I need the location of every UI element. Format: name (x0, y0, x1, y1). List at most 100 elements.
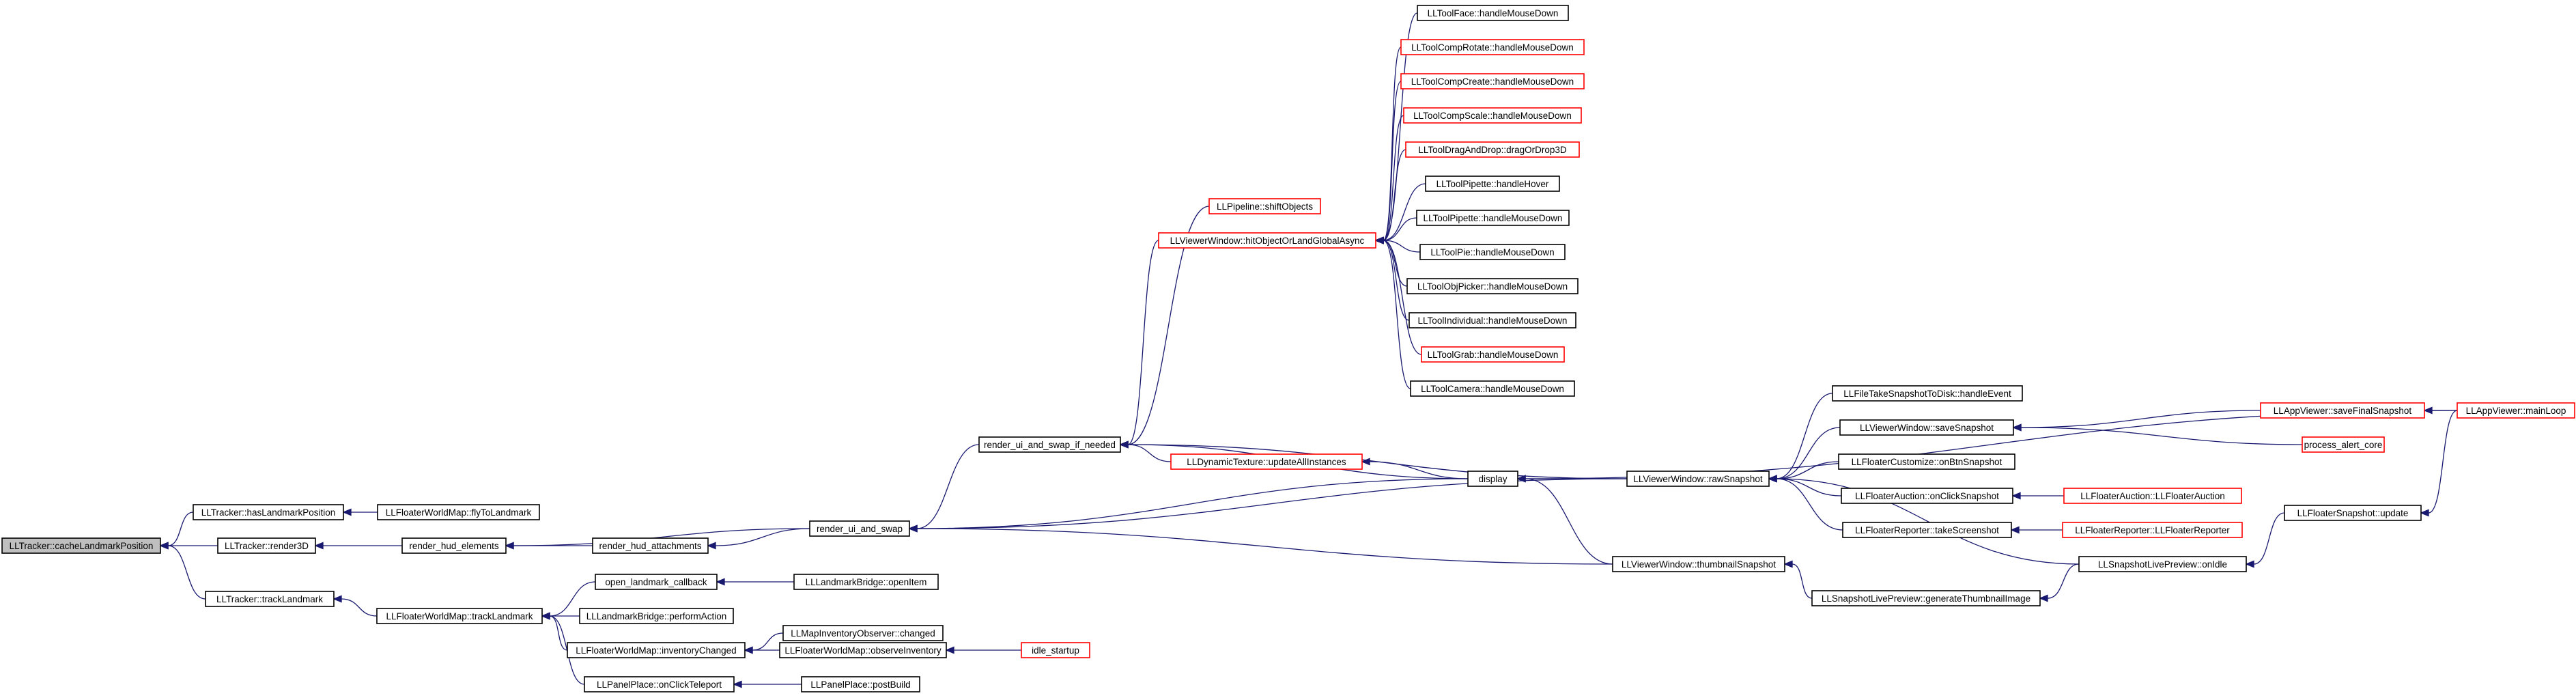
node-box[interactable] (1417, 5, 1569, 21)
graph-node-process-alert-core[interactable]: process_alert_core (2302, 436, 2385, 453)
graph-node-llfloaterworldmap-inventorychanged[interactable]: LLFloaterWorldMap::inventoryChanged (567, 642, 746, 658)
graph-node-lllandmarkbridge-openitem[interactable]: LLLandmarkBridge::openItem (793, 574, 939, 590)
node-box[interactable] (1416, 210, 1570, 226)
node-box[interactable] (1170, 453, 1363, 470)
graph-node-lldynamictexture-updateallinstances[interactable]: LLDynamicTexture::updateAllInstances (1170, 453, 1363, 470)
node-box[interactable] (592, 537, 709, 554)
node-box[interactable] (1158, 232, 1376, 249)
graph-node-render-ui-and-swap[interactable]: render_ui_and_swap (809, 520, 910, 537)
graph-node-lltoolpipette-handlemousedown[interactable]: LLToolPipette::handleMouseDown (1416, 210, 1570, 226)
node-box[interactable] (1421, 346, 1565, 363)
graph-node-idle-startup[interactable]: idle_startup (1021, 642, 1090, 658)
graph-node-lltoolgrab-handlemousedown[interactable]: LLToolGrab::handleMouseDown (1421, 346, 1565, 363)
node-box[interactable] (2078, 556, 2247, 572)
node-box[interactable] (2302, 436, 2385, 453)
node-box[interactable] (595, 574, 718, 590)
node-box[interactable] (193, 504, 344, 520)
graph-node-lltracker-cachelandmarkposition[interactable]: LLTracker::cacheLandmarkPosition (1, 537, 161, 554)
graph-node-llsnapshotlivepreview-generatethumbnailimage[interactable]: LLSnapshotLivePreview::generateThumbnail… (1811, 590, 2041, 606)
graph-node-lltracker-tracklandmark[interactable]: LLTracker::trackLandmark (205, 591, 335, 607)
node-box[interactable] (2062, 522, 2243, 538)
graph-node-lltoolcompscale-handlemousedown[interactable]: LLToolCompScale::handleMouseDown (1403, 107, 1582, 124)
node-box[interactable] (401, 537, 507, 554)
node-box[interactable] (1400, 39, 1585, 55)
node-box[interactable] (1425, 176, 1560, 192)
graph-node-lltoolindividual-handlemousedown[interactable]: LLToolIndividual::handleMouseDown (1409, 312, 1576, 328)
node-box[interactable] (1208, 198, 1321, 214)
node-box[interactable] (1832, 385, 2023, 402)
graph-node-render-ui-and-swap-if-needed[interactable]: render_ui_and_swap_if_needed (978, 436, 1121, 453)
graph-node-lltoolface-handlemousedown[interactable]: LLToolFace::handleMouseDown (1417, 5, 1569, 21)
node-box[interactable] (376, 608, 543, 624)
node-box[interactable] (1405, 141, 1580, 158)
graph-node-llsnapshotlivepreview-onidle[interactable]: LLSnapshotLivePreview::onIdle (2078, 556, 2247, 572)
node-box[interactable] (217, 537, 316, 554)
node-box[interactable] (1021, 642, 1090, 658)
graph-node-llpipeline-shiftobjects[interactable]: LLPipeline::shiftObjects (1208, 198, 1321, 214)
graph-node-lltoolcompcreate-handlemousedown[interactable]: LLToolCompCreate::handleMouseDown (1400, 73, 1585, 89)
graph-node-llappviewer-savefinalsnapshot[interactable]: LLAppViewer::saveFinalSnapshot (2260, 402, 2425, 419)
node-box[interactable] (1410, 380, 1575, 397)
graph-node-llfloaterreporter-llfloaterreporter[interactable]: LLFloaterReporter::LLFloaterReporter (2062, 522, 2243, 538)
node-box[interactable] (1626, 471, 1770, 487)
node-box[interactable] (1842, 522, 2012, 538)
graph-node-lltooldraganddrop-dragordrop3d[interactable]: LLToolDragAndDrop::dragOrDrop3D (1405, 141, 1580, 158)
node-box[interactable] (1, 537, 161, 554)
node-box[interactable] (782, 625, 944, 641)
graph-node-lllandmarkbridge-performaction[interactable]: LLLandmarkBridge::performAction (579, 608, 734, 624)
graph-node-lltoolobjpicker-handlemousedown[interactable]: LLToolObjPicker::handleMouseDown (1406, 278, 1579, 294)
graph-node-llfloatercustomize-onbtnsnapshot[interactable]: LLFloaterCustomize::onBtnSnapshot (1838, 453, 2015, 470)
node-box[interactable] (377, 504, 540, 520)
node-box[interactable] (567, 642, 746, 658)
node-box[interactable] (1406, 278, 1579, 294)
graph-node-llappviewer-mainloop[interactable]: LLAppViewer::mainLoop (2457, 402, 2575, 419)
graph-node-lltracker-render3d[interactable]: LLTracker::render3D (217, 537, 316, 554)
graph-node-llfloaterauction-llfloaterauction[interactable]: LLFloaterAuction::LLFloaterAuction (2063, 488, 2242, 504)
graph-node-llfloaterworldmap-observeinventory[interactable]: LLFloaterWorldMap::observeInventory (779, 642, 947, 658)
graph-node-open-landmark-callback[interactable]: open_landmark_callback (595, 574, 718, 590)
node-box[interactable] (1403, 107, 1582, 124)
node-box[interactable] (1811, 590, 2041, 606)
graph-node-llviewerwindow-rawsnapshot[interactable]: LLViewerWindow::rawSnapshot (1626, 471, 1770, 487)
graph-node-llmapinventoryobserver-changed[interactable]: LLMapInventoryObserver::changed (782, 625, 944, 641)
node-box[interactable] (779, 642, 947, 658)
graph-node-llpanelplace-postbuild[interactable]: LLPanelPlace::postBuild (801, 676, 920, 692)
graph-node-lltoolpie-handlemousedown[interactable]: LLToolPie::handleMouseDown (1419, 244, 1566, 260)
node-box[interactable] (809, 520, 910, 537)
node-box[interactable] (584, 676, 735, 692)
node-box[interactable] (1419, 244, 1566, 260)
node-box[interactable] (2284, 505, 2422, 521)
node-box[interactable] (793, 574, 939, 590)
graph-node-render-hud-attachments[interactable]: render_hud_attachments (592, 537, 709, 554)
node-box[interactable] (2260, 402, 2425, 419)
node-box[interactable] (2063, 488, 2242, 504)
node-box[interactable] (1467, 471, 1518, 487)
graph-node-lltoolcomprotate-handlemousedown[interactable]: LLToolCompRotate::handleMouseDown (1400, 39, 1585, 55)
node-box[interactable] (1400, 73, 1585, 89)
graph-node-llviewerwindow-hitobjectorlandglobalasync[interactable]: LLViewerWindow::hitObjectOrLandGlobalAsy… (1158, 232, 1376, 249)
graph-node-lltoolpipette-handlehover[interactable]: LLToolPipette::handleHover (1425, 176, 1560, 192)
graph-node-render-hud-elements[interactable]: render_hud_elements (401, 537, 507, 554)
graph-node-llfloatersnapshot-update[interactable]: LLFloaterSnapshot::update (2284, 505, 2422, 521)
node-box[interactable] (579, 608, 734, 624)
graph-node-display[interactable]: display (1467, 471, 1518, 487)
graph-node-llfiletakesnapshottodisk-handleevent[interactable]: LLFileTakeSnapshotToDisk::handleEvent (1832, 385, 2023, 402)
graph-node-llviewerwindow-thumbnailsnapshot[interactable]: LLViewerWindow::thumbnailSnapshot (1612, 556, 1785, 572)
node-box[interactable] (1612, 556, 1785, 572)
node-box[interactable] (2457, 402, 2575, 419)
graph-node-llpanelplace-onclickteleport[interactable]: LLPanelPlace::onClickTeleport (584, 676, 735, 692)
graph-node-lltracker-haslandmarkposition[interactable]: LLTracker::hasLandmarkPosition (193, 504, 344, 520)
node-box[interactable] (1838, 453, 2015, 470)
graph-node-llviewerwindow-savesnapshot[interactable]: LLViewerWindow::saveSnapshot (1839, 419, 2014, 436)
graph-node-llfloaterreporter-takescreenshot[interactable]: LLFloaterReporter::takeScreenshot (1842, 522, 2012, 538)
node-box[interactable] (1409, 312, 1576, 328)
node-box[interactable] (978, 436, 1121, 453)
graph-node-llfloaterworldmap-tracklandmark[interactable]: LLFloaterWorldMap::trackLandmark (376, 608, 543, 624)
graph-node-llfloaterworldmap-flytolandmark[interactable]: LLFloaterWorldMap::flyToLandmark (377, 504, 540, 520)
node-box[interactable] (1841, 488, 2013, 504)
graph-node-llfloaterauction-onclicksnapshot[interactable]: LLFloaterAuction::onClickSnapshot (1841, 488, 2013, 504)
node-box[interactable] (205, 591, 335, 607)
graph-node-lltoolcamera-handlemousedown[interactable]: LLToolCamera::handleMouseDown (1410, 380, 1575, 397)
node-box[interactable] (1839, 419, 2014, 436)
node-box[interactable] (801, 676, 920, 692)
